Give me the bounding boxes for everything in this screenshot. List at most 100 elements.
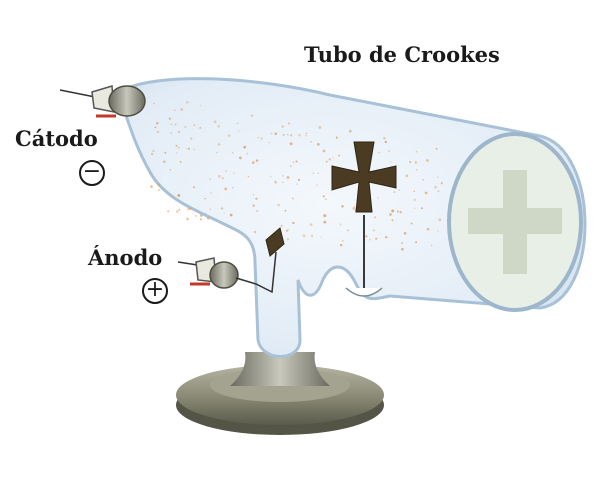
particle-dot — [200, 214, 203, 217]
particle-dot — [410, 222, 413, 225]
particle-dot — [434, 185, 437, 189]
particle-dot — [415, 241, 418, 244]
particle-dot — [231, 152, 234, 154]
particle-dot — [430, 244, 433, 247]
particle-dot — [401, 247, 404, 251]
particle-dot — [291, 197, 295, 200]
particle-dot — [320, 236, 322, 238]
particle-dot — [204, 212, 207, 214]
particle-dot — [187, 147, 191, 150]
particle-dot — [413, 190, 416, 192]
particle-dot — [369, 239, 371, 241]
particle-dot — [177, 194, 181, 197]
particle-dot — [221, 177, 224, 180]
particle-dot — [227, 134, 231, 137]
particle-dot — [178, 208, 181, 211]
particle-dot — [282, 181, 284, 184]
particle-dot — [189, 207, 192, 210]
particle-dot — [157, 131, 159, 133]
particle-dot — [148, 172, 152, 175]
particle-dot — [193, 148, 195, 151]
particle-dot — [290, 134, 293, 137]
particle-dot — [424, 191, 428, 195]
particle-dot — [391, 209, 395, 213]
particle-dot — [251, 161, 255, 165]
particle-dot — [393, 191, 396, 194]
particle-dot — [282, 175, 284, 177]
particle-dot — [270, 132, 273, 135]
particle-dot — [437, 190, 440, 193]
particle-dot — [401, 242, 404, 245]
particle-dot — [403, 231, 407, 235]
particle-dot — [414, 207, 416, 209]
particle-dot — [316, 184, 318, 186]
particle-dot — [332, 156, 334, 159]
particle-dot — [255, 197, 258, 200]
particle-dot — [440, 182, 443, 185]
particle-dot — [347, 229, 349, 232]
particle-dot — [390, 161, 392, 163]
maltese-cross-icon — [331, 141, 397, 213]
particle-dot — [192, 186, 196, 189]
particle-dot — [323, 220, 327, 224]
particle-dot — [409, 161, 412, 164]
particle-dot — [437, 230, 439, 232]
particle-dot — [229, 213, 233, 217]
particle-dot — [186, 217, 189, 221]
particle-dot — [309, 223, 313, 226]
particle-dot — [225, 170, 227, 172]
particle-dot — [298, 134, 301, 137]
particle-dot — [289, 142, 293, 146]
particle-dot — [342, 240, 344, 242]
particle-dot — [163, 160, 166, 164]
particle-dot — [274, 180, 276, 183]
particle-dot — [250, 114, 254, 117]
particle-dot — [374, 216, 377, 219]
particle-dot — [322, 149, 326, 153]
particle-dot — [305, 135, 307, 137]
particle-dot — [209, 208, 212, 210]
particle-dot — [384, 140, 387, 144]
particle-dot — [210, 192, 212, 194]
particle-dot — [238, 130, 240, 132]
particle-dot — [186, 207, 190, 211]
particle-dot — [260, 137, 263, 140]
particle-dot — [286, 176, 290, 179]
particle-dot — [289, 165, 292, 168]
particle-dot — [176, 210, 179, 213]
particle-dot — [274, 132, 278, 135]
particle-dot — [238, 156, 242, 160]
particle-dot — [195, 214, 198, 217]
cathode-label: Cátodo — [15, 126, 98, 151]
particle-dot — [396, 210, 399, 213]
particle-dot — [338, 154, 340, 157]
particle-dot — [348, 129, 352, 133]
particle-dot — [292, 221, 295, 225]
particle-dot — [252, 204, 255, 207]
particle-dot — [179, 161, 182, 163]
stand-collar — [230, 352, 330, 386]
particle-dot — [339, 223, 342, 226]
particle-dot — [199, 126, 202, 129]
particle-dot — [339, 243, 343, 247]
particle-dot — [233, 172, 235, 174]
particle-dot — [310, 140, 312, 143]
particle-dot — [413, 198, 417, 202]
particle-dot — [150, 185, 153, 188]
particle-dot — [257, 136, 259, 139]
particle-dot — [317, 142, 320, 146]
particle-dot — [180, 108, 184, 111]
anode-electrode — [177, 227, 285, 294]
particle-dot — [150, 152, 154, 156]
particle-dot — [323, 214, 327, 218]
particle-dot — [365, 235, 368, 238]
particle-dot — [174, 109, 176, 112]
particle-dot — [325, 160, 328, 163]
particle-dot — [243, 145, 247, 149]
particle-dot — [426, 159, 429, 162]
particle-dot — [335, 137, 338, 140]
cross-shadow-icon — [468, 170, 562, 274]
particle-dot — [152, 149, 155, 153]
particle-dot — [177, 130, 181, 134]
